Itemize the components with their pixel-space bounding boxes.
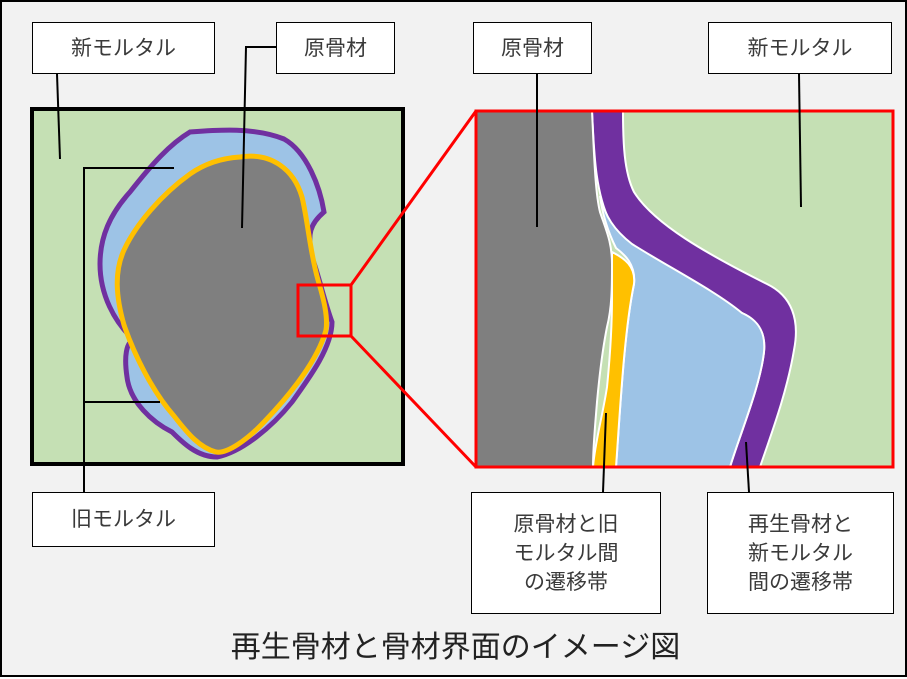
right-panel-frame [474,109,895,469]
label-itz-original-old: 原骨材と旧 モルタル間 の遷移帯 [471,492,661,614]
label-old-mortar: 旧モルタル [32,492,215,547]
zoom-region-box [296,283,353,338]
leader-old-mortar [83,167,174,492]
original-aggregate-shape [114,153,329,455]
leader-new-mortar-left [56,73,61,160]
original-aggregate-region [475,110,614,468]
label-new-mortar-right: 新モルタル [708,22,892,74]
zoom-connector-top [349,110,478,286]
label-itz-recycled-new: 再生骨材と 新モルタル 間の遷移帯 [707,492,894,614]
label-original-aggregate-right: 原骨材 [473,22,592,74]
label-new-mortar-left: 新モルタル [32,22,215,74]
figure-caption: 再生骨材と骨材界面のイメージ図 [230,630,681,665]
leader-original-aggregate-left [241,46,276,229]
leader-new-mortar-right [798,73,802,208]
label-original-aggregate-left: 原骨材 [276,22,395,74]
leader-itz-original-old [602,412,607,493]
old-mortar-region [599,195,766,468]
zoom-connector-bottom [349,334,478,469]
leader-itz-recycled-new [745,441,750,493]
